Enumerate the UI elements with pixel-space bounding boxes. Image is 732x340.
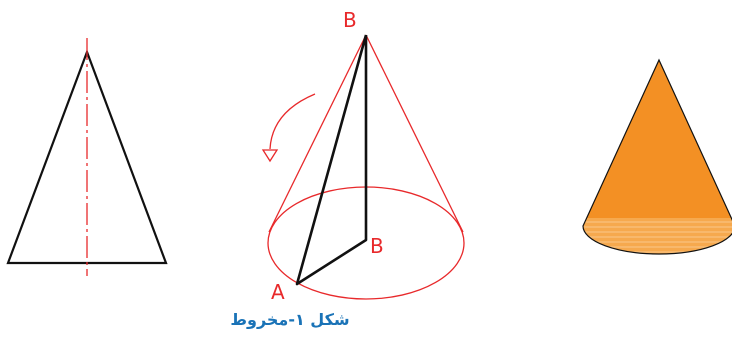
cone-generator-left (268, 34, 367, 233)
arrowhead (261, 149, 279, 163)
label-base-center-b: B (370, 234, 384, 258)
cone-outline (582, 58, 732, 255)
front-view-triangle (6, 38, 168, 276)
revolution-construction: B B A (261, 8, 465, 304)
right-triangle (295, 34, 368, 286)
label-point-a: A (271, 280, 285, 304)
figure-caption: شکل ۱-مخروط (230, 310, 350, 329)
filled-cone (582, 58, 732, 255)
cone-generator-right (365, 34, 464, 233)
cone-body (583, 60, 732, 254)
rotation-arrow (269, 93, 316, 150)
label-apex-b: B (343, 8, 357, 32)
